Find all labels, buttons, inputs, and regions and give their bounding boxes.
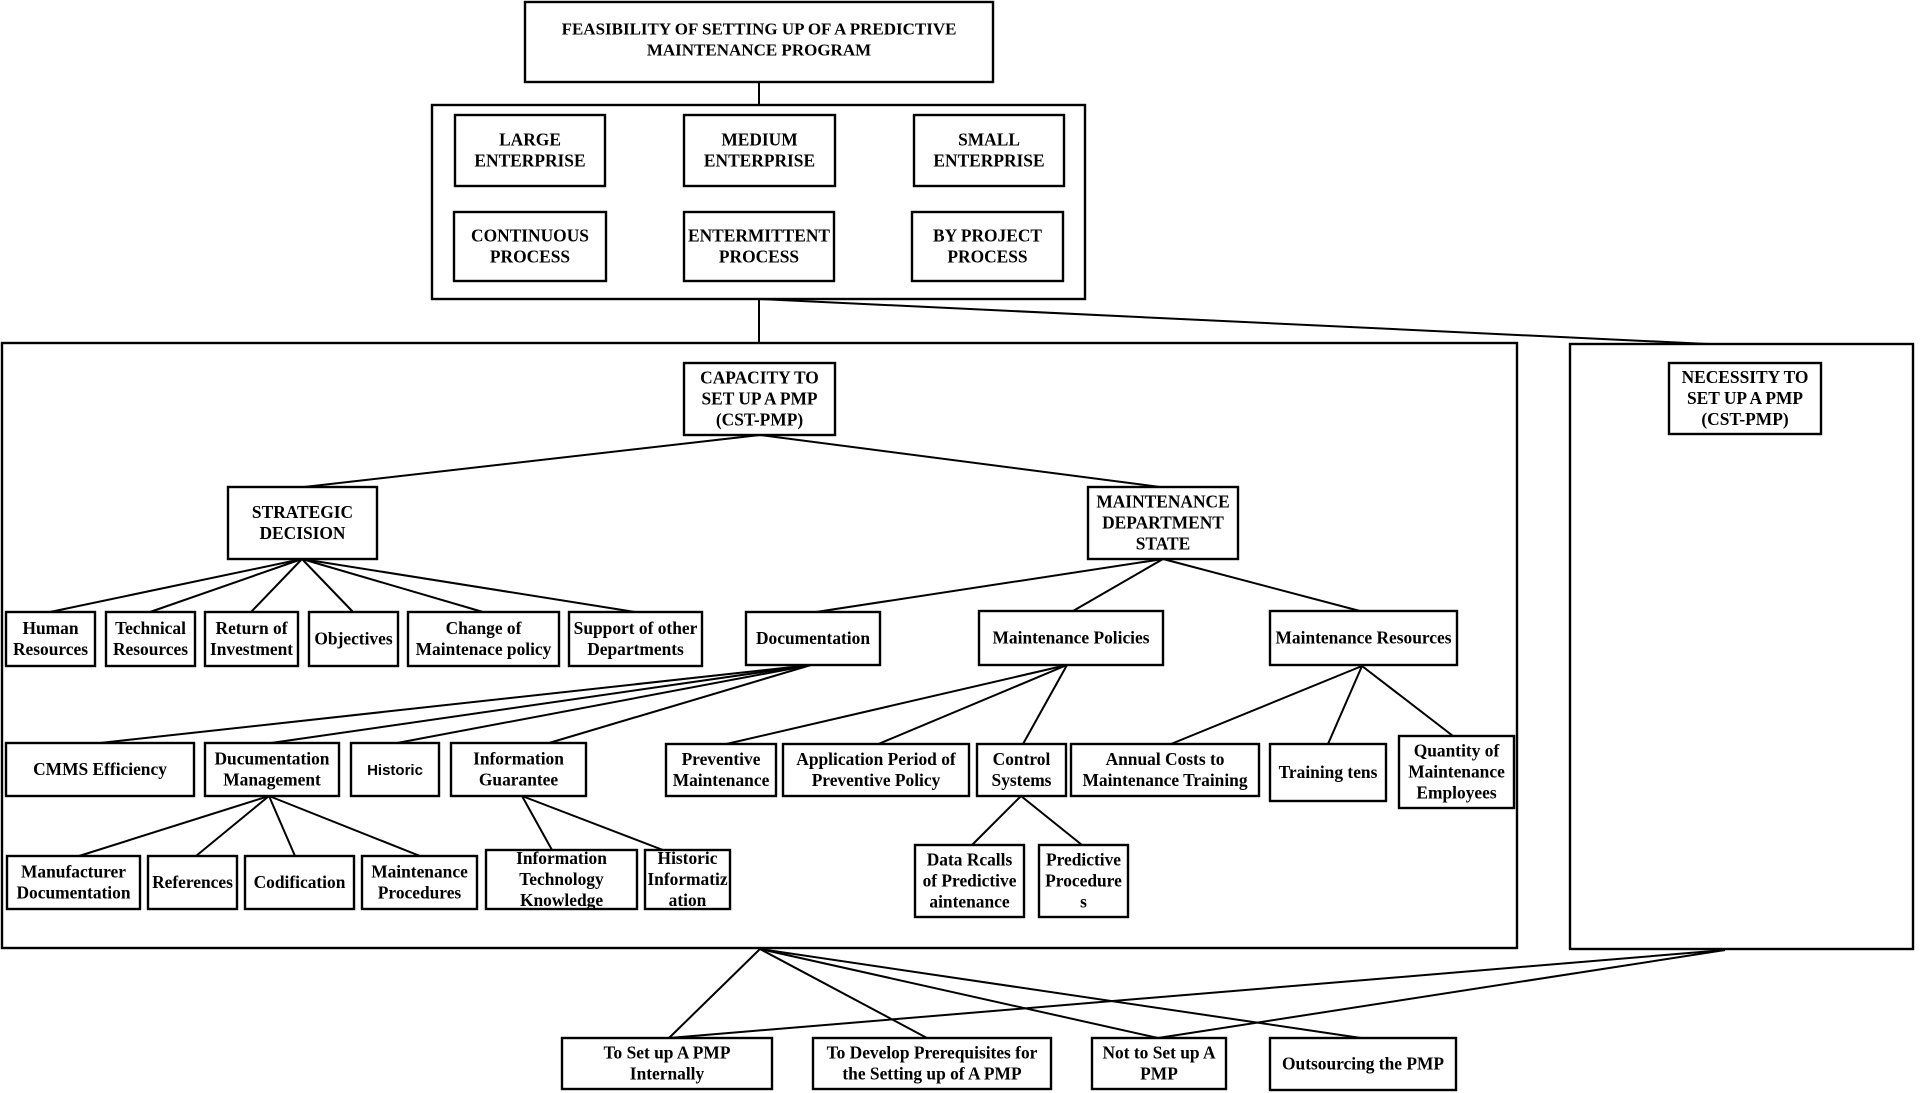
svg-text:References: References xyxy=(152,872,233,892)
svg-text:Outsourcing the PMP: Outsourcing the PMP xyxy=(1282,1054,1444,1074)
svg-text:CONTINUOUS: CONTINUOUS xyxy=(471,226,589,246)
svg-text:Preventive Policy: Preventive Policy xyxy=(812,770,941,790)
svg-text:Procedure: Procedure xyxy=(1045,871,1122,891)
svg-text:the Setting up of A PMP: the Setting up of A PMP xyxy=(842,1064,1022,1084)
svg-text:Historic: Historic xyxy=(658,848,718,868)
svg-text:To Develop Prerequisites for: To Develop Prerequisites for xyxy=(827,1043,1038,1063)
svg-text:MAINTENANCE PROGRAM: MAINTENANCE PROGRAM xyxy=(647,41,871,60)
svg-text:Documentation: Documentation xyxy=(756,628,870,648)
svg-text:STRATEGIC: STRATEGIC xyxy=(252,502,353,522)
svg-text:ENTERMITTENT: ENTERMITTENT xyxy=(688,226,830,246)
svg-text:ation: ation xyxy=(669,890,707,910)
svg-text:Predictive: Predictive xyxy=(1046,850,1121,870)
svg-text:MEDIUM: MEDIUM xyxy=(721,130,797,150)
svg-text:Technology: Technology xyxy=(519,869,604,889)
svg-text:Maintenance: Maintenance xyxy=(673,770,770,790)
svg-text:Maintenance Resources: Maintenance Resources xyxy=(1276,628,1452,648)
svg-text:CMMS Efficiency: CMMS Efficiency xyxy=(33,759,167,779)
svg-text:Ducumentation: Ducumentation xyxy=(215,749,330,769)
svg-text:Maintenance Training: Maintenance Training xyxy=(1082,770,1247,790)
svg-text:DEPARTMENT: DEPARTMENT xyxy=(1102,513,1224,533)
svg-text:Data Rcalls: Data Rcalls xyxy=(927,850,1013,870)
svg-text:Return of: Return of xyxy=(216,618,288,638)
svg-text:Support of other: Support of other xyxy=(574,618,698,638)
svg-text:BY PROJECT: BY PROJECT xyxy=(933,226,1042,246)
svg-text:ENTERPRISE: ENTERPRISE xyxy=(474,151,585,171)
svg-text:(CST-PMP): (CST-PMP) xyxy=(716,410,803,430)
svg-text:To Set up A PMP: To Set up A PMP xyxy=(604,1043,731,1063)
svg-text:Control: Control xyxy=(993,749,1051,769)
svg-text:ENTERPRISE: ENTERPRISE xyxy=(704,151,815,171)
svg-text:SET UP A PMP: SET UP A PMP xyxy=(1687,388,1803,408)
svg-text:Annual Costs to: Annual Costs to xyxy=(1106,749,1225,769)
svg-text:CAPACITY TO: CAPACITY TO xyxy=(700,368,819,388)
svg-text:Procedures: Procedures xyxy=(378,883,462,903)
svg-text:NECESSITY TO: NECESSITY TO xyxy=(1682,367,1809,387)
svg-text:Codification: Codification xyxy=(254,872,346,892)
svg-text:SMALL: SMALL xyxy=(958,130,1020,150)
svg-text:Training tens: Training tens xyxy=(1279,762,1378,782)
svg-text:Information: Information xyxy=(473,749,564,769)
svg-text:Departments: Departments xyxy=(587,639,684,659)
svg-text:Information: Information xyxy=(516,848,607,868)
svg-text:ENTERPRISE: ENTERPRISE xyxy=(933,151,1044,171)
svg-text:Quantity of: Quantity of xyxy=(1414,741,1500,761)
svg-text:Guarantee: Guarantee xyxy=(479,770,558,790)
svg-text:FEASIBILITY OF SETTING UP OF A: FEASIBILITY OF SETTING UP OF A PREDICTIV… xyxy=(562,20,957,39)
svg-text:MAINTENANCE: MAINTENANCE xyxy=(1096,492,1229,512)
svg-text:Knowledge: Knowledge xyxy=(520,890,603,910)
svg-text:Change of: Change of xyxy=(446,618,522,638)
svg-text:SET UP A PMP: SET UP A PMP xyxy=(701,389,817,409)
svg-text:STATE: STATE xyxy=(1136,534,1190,554)
svg-text:Historic: Historic xyxy=(367,762,423,779)
svg-text:Technical: Technical xyxy=(115,618,186,638)
svg-text:Maintenance Policies: Maintenance Policies xyxy=(993,628,1150,648)
svg-text:Investment: Investment xyxy=(210,639,293,659)
svg-text:Employees: Employees xyxy=(1416,783,1496,803)
svg-text:Documentation: Documentation xyxy=(17,883,131,903)
svg-text:Resources: Resources xyxy=(13,639,88,659)
svg-text:Management: Management xyxy=(223,770,321,790)
svg-text:Maintenance: Maintenance xyxy=(1408,762,1505,782)
svg-text:Maintenace policy: Maintenace policy xyxy=(416,639,552,659)
svg-text:Not to Set up A: Not to Set up A xyxy=(1102,1043,1215,1063)
svg-text:PROCESS: PROCESS xyxy=(490,247,570,267)
svg-text:Human: Human xyxy=(22,618,78,638)
svg-text:PMP: PMP xyxy=(1140,1064,1178,1084)
svg-text:of Predictive: of Predictive xyxy=(923,871,1017,891)
svg-text:Application Period of: Application Period of xyxy=(796,749,956,769)
svg-text:Preventive: Preventive xyxy=(682,749,761,769)
svg-text:PROCESS: PROCESS xyxy=(719,247,799,267)
svg-text:Internally: Internally xyxy=(630,1064,705,1084)
svg-text:DECISION: DECISION xyxy=(259,523,345,543)
svg-text:PROCESS: PROCESS xyxy=(947,247,1027,267)
svg-text:LARGE: LARGE xyxy=(499,130,561,150)
svg-text:Objectives: Objectives xyxy=(314,629,392,649)
svg-text:(CST-PMP): (CST-PMP) xyxy=(1701,409,1788,429)
svg-text:Manufacturer: Manufacturer xyxy=(21,862,126,882)
svg-text:Maintenance: Maintenance xyxy=(371,862,468,882)
svg-text:Systems: Systems xyxy=(992,770,1052,790)
svg-text:Resources: Resources xyxy=(113,639,188,659)
svg-text:aintenance: aintenance xyxy=(929,892,1009,912)
svg-text:Informatiz: Informatiz xyxy=(647,869,727,889)
svg-text:s: s xyxy=(1080,892,1087,912)
